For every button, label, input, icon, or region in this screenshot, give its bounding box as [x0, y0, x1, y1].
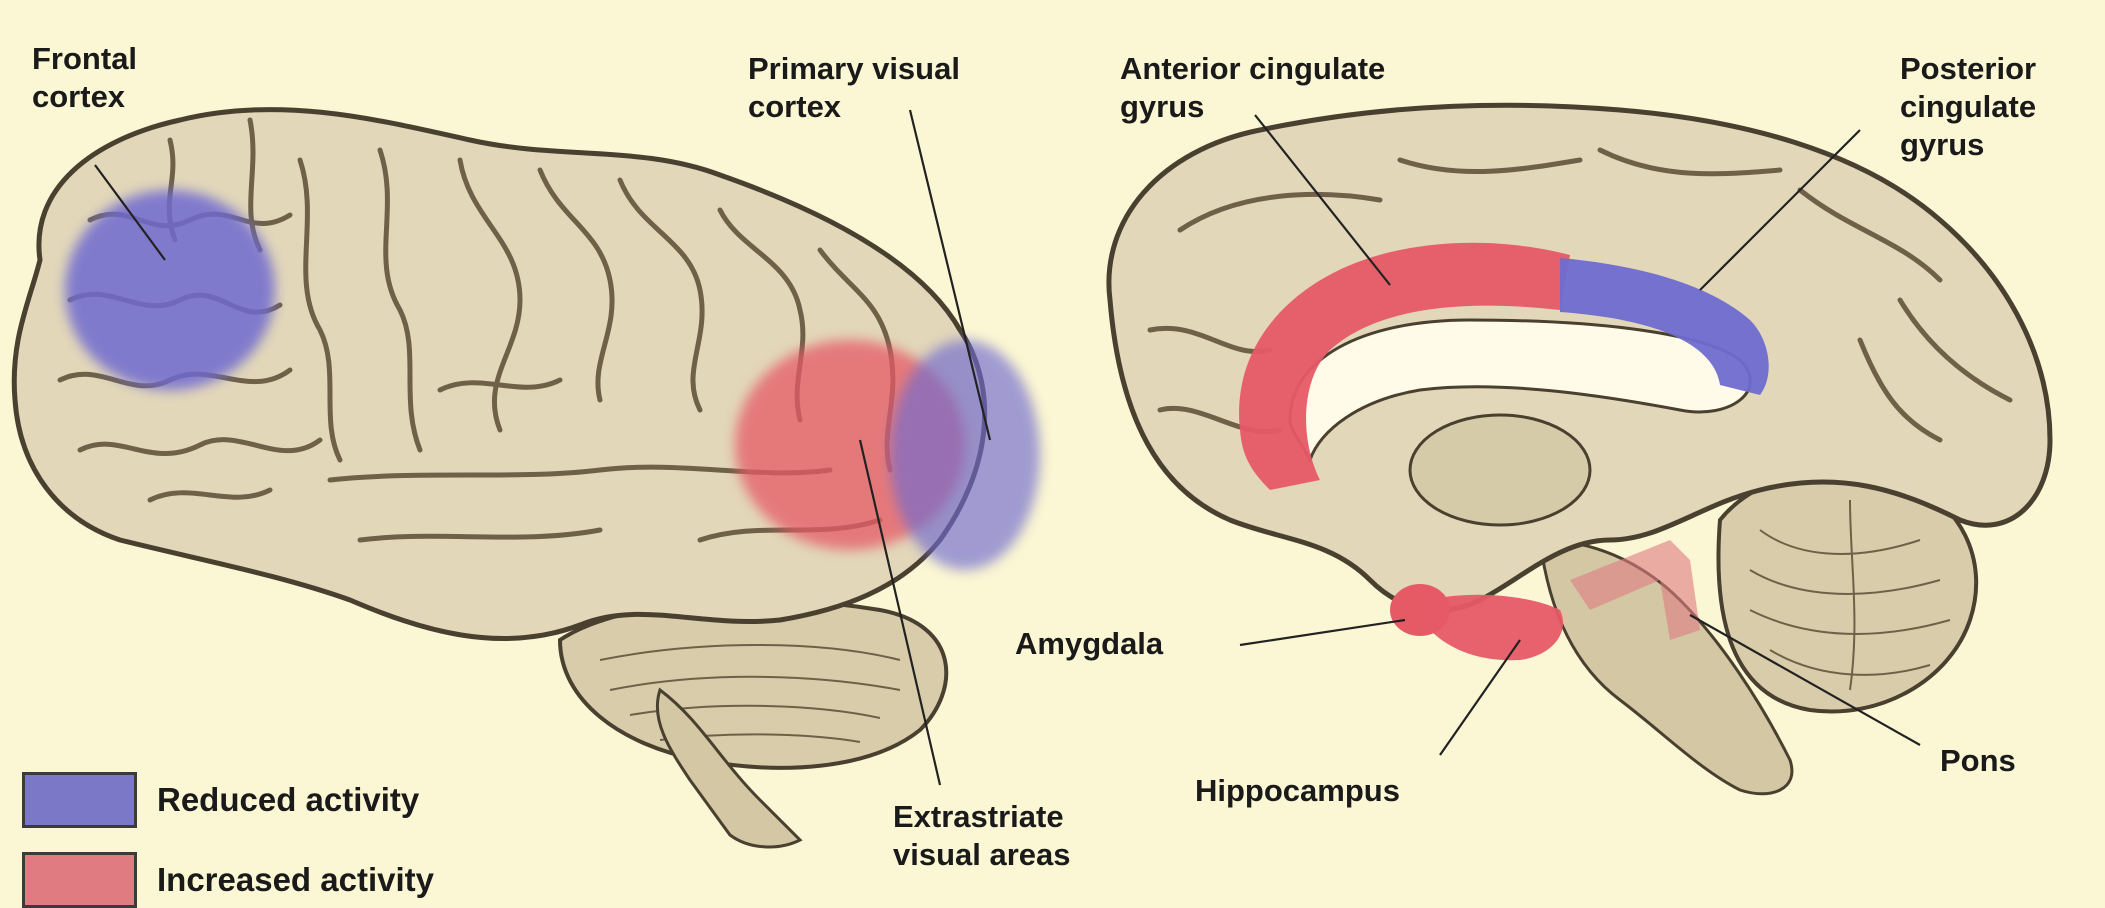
- lateral-brain-view: [14, 110, 1040, 847]
- hippocampus-label: Hippocampus: [1195, 772, 1400, 810]
- frontal-cortex-region: [65, 190, 275, 390]
- thalamus: [1410, 415, 1590, 525]
- reduced-activity-label: Reduced activity: [157, 781, 419, 819]
- legend-increased-activity: Increased activity: [22, 852, 434, 908]
- pons-label: Pons: [1940, 742, 2016, 780]
- primary-visual-cortex-label: Primary visual cortex: [748, 50, 960, 126]
- anterior-cingulate-gyrus-label: Anterior cingulate gyrus: [1120, 50, 1385, 126]
- increased-activity-label: Increased activity: [157, 861, 434, 899]
- frontal-cortex-label: Frontal cortex: [32, 40, 137, 116]
- legend-reduced-activity: Reduced activity: [22, 772, 419, 828]
- hippocampus-region: [1430, 595, 1563, 660]
- amygdala-label: Amygdala: [1015, 625, 1163, 663]
- posterior-cingulate-gyrus-label: Posterior cingulate gyrus: [1900, 50, 2036, 164]
- hippocampus-pointer: [1440, 640, 1520, 755]
- primary-visual-cortex-region: [890, 340, 1040, 570]
- lateral-cerebellum: [560, 600, 946, 768]
- reduced-activity-swatch: [22, 772, 137, 828]
- medial-brain-view: [1109, 105, 2050, 794]
- increased-activity-swatch: [22, 852, 137, 908]
- extrastriate-visual-areas-label: Extrastriate visual areas: [893, 798, 1071, 874]
- amygdala-pointer: [1240, 620, 1405, 645]
